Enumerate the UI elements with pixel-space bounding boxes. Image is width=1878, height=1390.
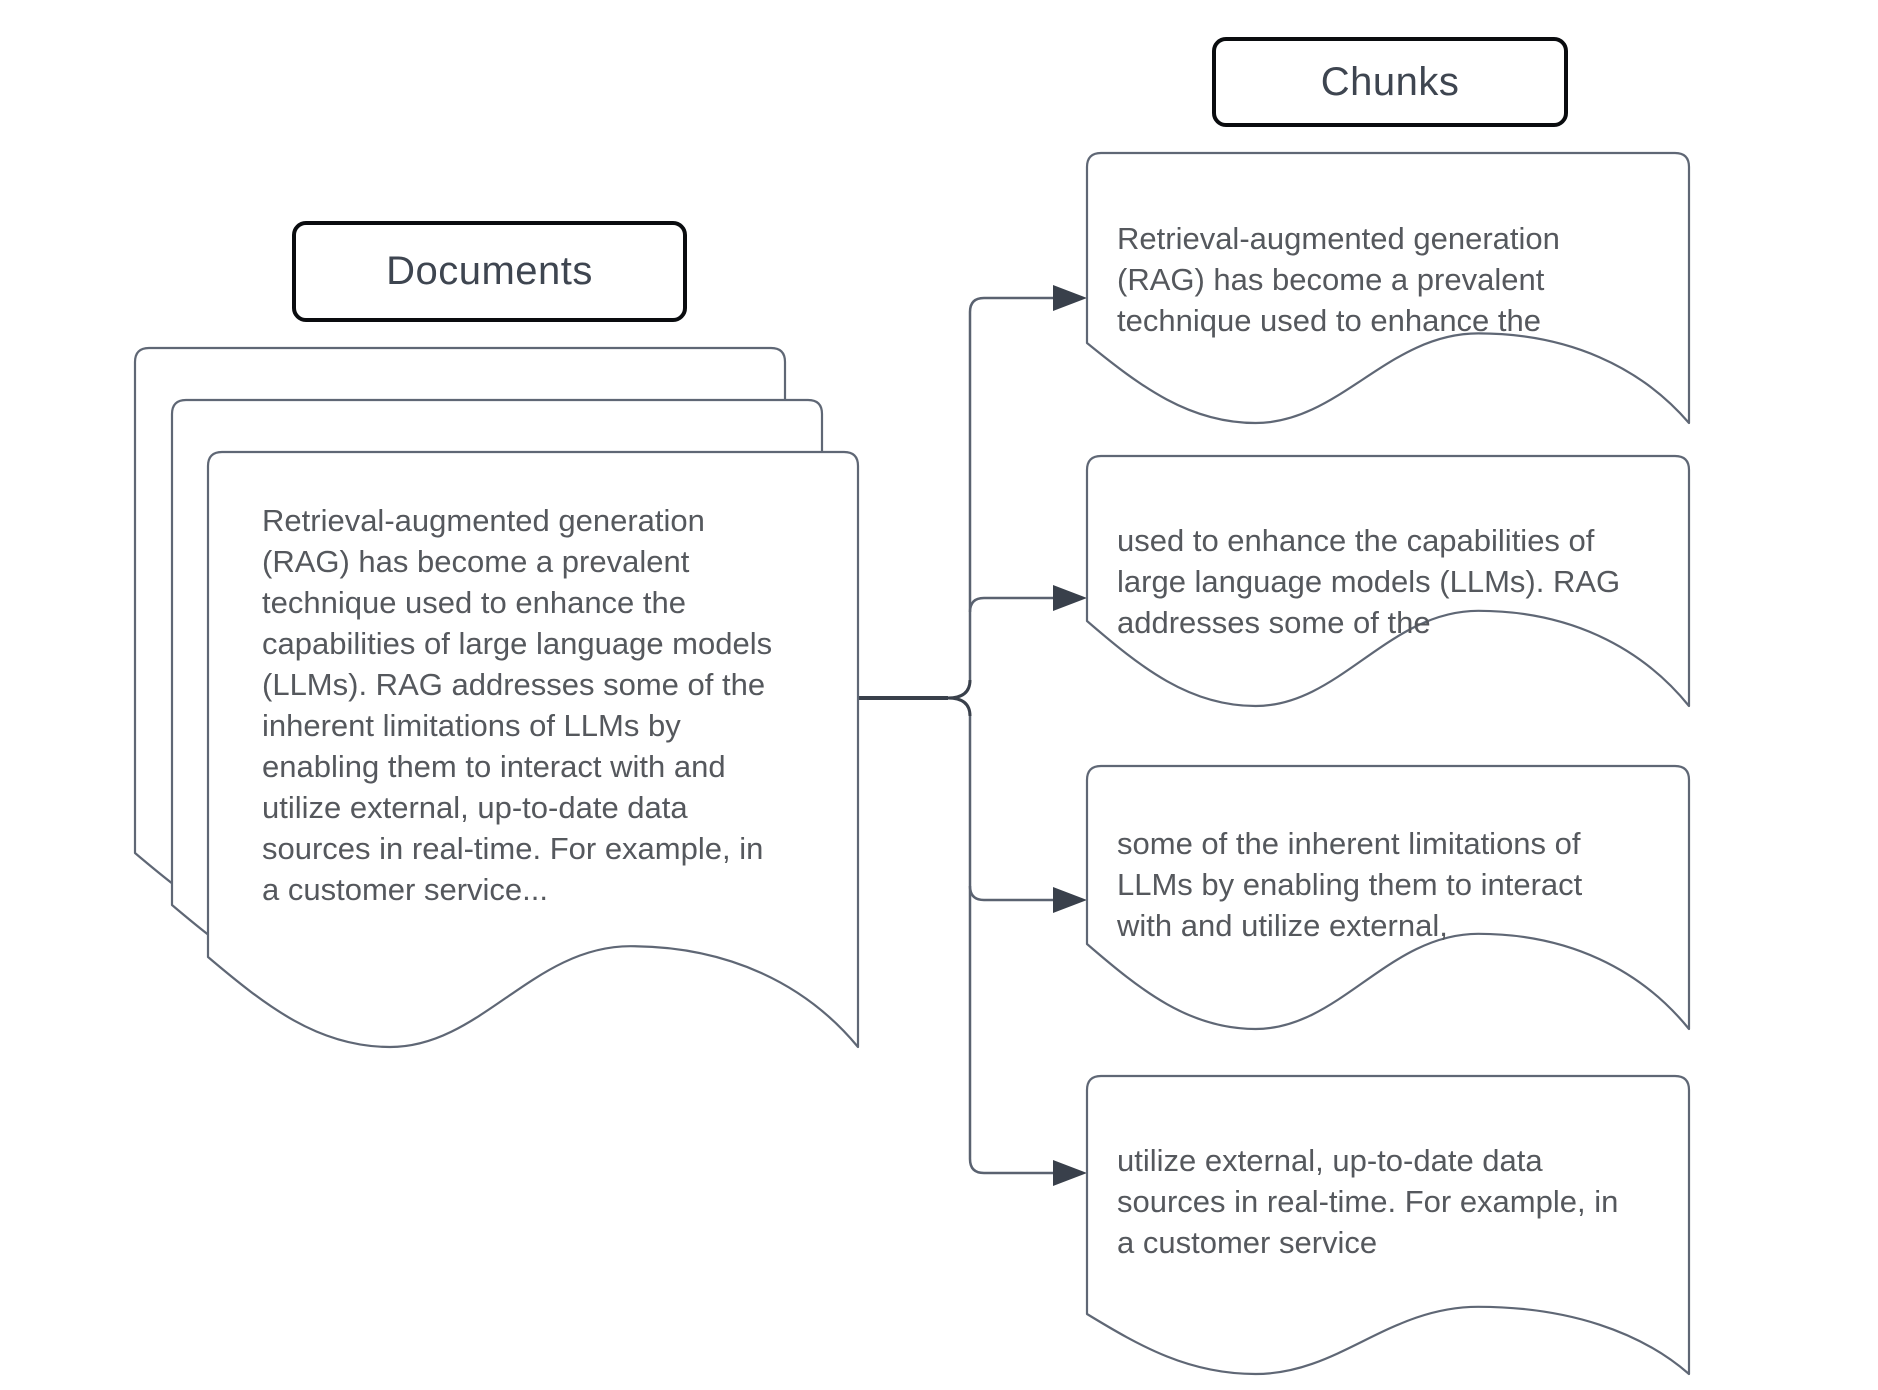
connector-branch-3 <box>968 885 1053 902</box>
chunk-shape-4 <box>1085 1074 1691 1376</box>
document-text: Retrieval-augmented generation (RAG) has… <box>262 503 773 907</box>
connector-branch-2 <box>968 596 1053 613</box>
chunk-shape-2 <box>1085 454 1691 708</box>
chunk-text-4: utilize external, up-to-date data source… <box>1117 1143 1619 1260</box>
chunk-text-3: some of the inherent limitations of LLMs… <box>1117 826 1583 943</box>
arrowhead-icon <box>1053 285 1087 311</box>
split-curl-down <box>947 696 972 717</box>
documents-label: Documents <box>292 221 687 322</box>
document-sheet-front <box>206 450 860 1049</box>
arrowhead-icon <box>1053 887 1087 913</box>
chunk-shape-3 <box>1085 764 1691 1031</box>
chunk-text-2: used to enhance the capabilities of larg… <box>1117 523 1621 640</box>
arrowhead-icon <box>1053 585 1087 611</box>
chunks-label: Chunks <box>1212 37 1568 127</box>
connector-branch-4 <box>968 716 1053 1175</box>
chunk-shape-1 <box>1085 151 1691 425</box>
split-curl-up <box>947 679 972 700</box>
arrowhead-icon <box>1053 1160 1087 1186</box>
chunks-label-text: Chunks <box>1320 59 1460 104</box>
connector-branch-1 <box>968 296 1053 680</box>
chunk-text-1: Retrieval-augmented generation (RAG) has… <box>1117 221 1560 338</box>
documents-label-text: Documents <box>386 249 593 293</box>
